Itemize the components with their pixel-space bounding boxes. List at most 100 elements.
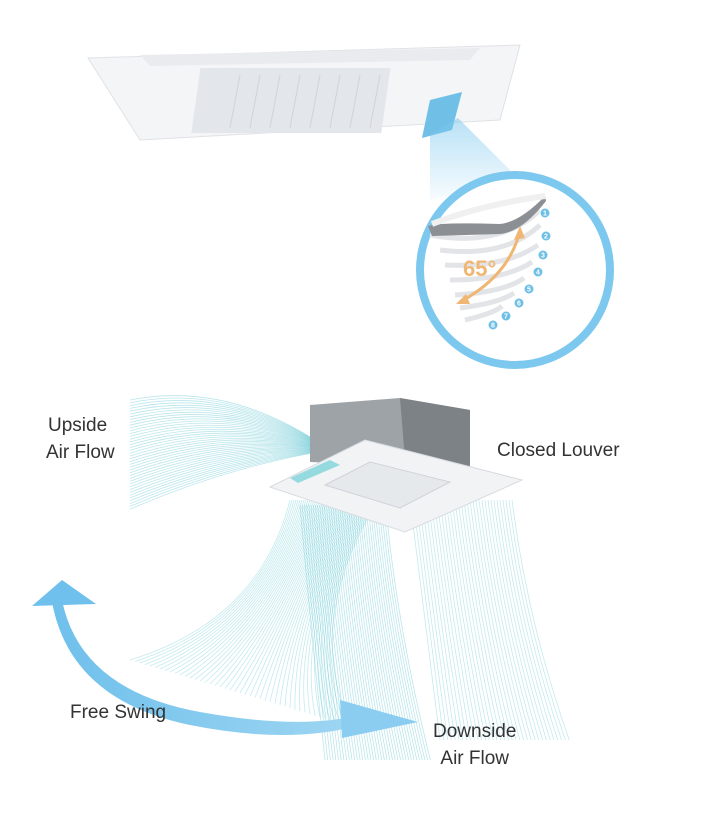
air-flow-line — [484, 499, 536, 741]
air-flow-line — [442, 499, 483, 741]
air-flow-line — [224, 499, 329, 689]
air-flow-line — [234, 499, 333, 692]
louver-position-marker — [540, 230, 552, 242]
air-flow-line — [129, 445, 331, 471]
air-flow-line — [454, 499, 498, 741]
air-flow-line — [472, 499, 521, 741]
louver-position-number: 6 — [517, 301, 521, 308]
louver-position-marker — [537, 249, 549, 261]
air-flow-line — [129, 402, 331, 451]
louver-position-number: 7 — [504, 314, 508, 321]
louver-position-number: 3 — [541, 253, 545, 260]
air-flow-line — [317, 499, 369, 719]
louver-position-marker — [487, 319, 499, 331]
air-flow-line — [129, 449, 331, 485]
air-flow-line — [129, 422, 331, 451]
air-flow-line — [508, 499, 566, 741]
air-flow-line — [430, 499, 467, 741]
louver-position-marker — [513, 297, 525, 309]
air-flow-line — [129, 426, 331, 451]
air-flow-line — [239, 499, 335, 694]
air-flow-line — [129, 449, 331, 488]
air-flow-line — [129, 442, 331, 465]
air-flow-line — [134, 499, 293, 662]
air-flow-line — [249, 499, 339, 697]
air-flow-line — [372, 504, 415, 761]
air-flow-line — [303, 499, 361, 713]
air-flow-line — [129, 432, 331, 451]
air-flow-line — [129, 448, 331, 482]
air-flow-line — [129, 397, 331, 451]
air-flow-line — [427, 499, 464, 741]
air-flow-line — [129, 414, 331, 451]
air-flow-line — [478, 499, 528, 741]
air-flow-line — [378, 504, 423, 761]
air-flow-line — [129, 407, 331, 451]
air-flow-line — [289, 499, 355, 709]
downside-air-flow-label: Downside Air Flow — [433, 718, 516, 772]
air-flow-line — [129, 449, 331, 510]
air-flow-line — [475, 499, 524, 741]
air-flow-line — [179, 499, 311, 676]
air-flow-line — [149, 499, 299, 667]
air-flow-line — [129, 448, 331, 479]
air-flow-line — [144, 499, 297, 665]
air-flow-line — [493, 499, 547, 741]
air-flow-line — [314, 499, 367, 718]
air-flow-line — [511, 499, 570, 741]
air-flow-line — [129, 437, 331, 457]
louver-position-number: 8 — [491, 323, 495, 330]
air-flow-line — [264, 499, 345, 701]
air-flow-line — [294, 499, 357, 710]
louver-position-number: 1 — [543, 211, 547, 218]
air-flow-line — [229, 499, 331, 691]
air-flow-line — [418, 499, 452, 741]
air-flow-line — [129, 411, 331, 451]
downside-label-line1: Downside — [433, 721, 517, 742]
air-flow-line — [436, 499, 475, 741]
air-flow-line — [421, 499, 456, 741]
louver-position-marker — [523, 283, 535, 295]
air-flow-line — [129, 420, 331, 451]
air-flow-line — [463, 499, 509, 741]
air-flow-line — [490, 499, 543, 741]
air-flow-line — [331, 499, 379, 727]
air-flow-line — [129, 434, 331, 451]
air-flow-line — [284, 499, 353, 707]
air-flow-line — [320, 499, 371, 721]
louver-position-number: 5 — [527, 287, 531, 294]
louver-position-marker — [532, 266, 544, 278]
air-flow-line — [129, 416, 331, 451]
air-flow-line — [129, 446, 331, 474]
air-flow-line — [412, 499, 445, 741]
air-flow-line — [274, 499, 349, 704]
air-flow-line — [445, 499, 486, 741]
air-flow-line — [159, 499, 303, 670]
top-cassette-unit — [87, 44, 521, 141]
air-flow-line — [448, 499, 490, 741]
air-flow-line — [214, 499, 325, 686]
air-flow-line — [154, 499, 301, 668]
upside-label-line1: Upside — [48, 415, 108, 436]
air-flow-line — [129, 449, 331, 496]
air-flow-line — [457, 499, 502, 741]
air-flow-line — [129, 404, 331, 451]
air-flow-line — [415, 499, 448, 741]
air-flow-line — [505, 499, 562, 741]
air-flow-line — [129, 436, 331, 454]
angle-label: 65° — [463, 256, 496, 281]
air-flow-line — [139, 499, 295, 664]
air-flow-line — [469, 499, 517, 741]
air-flow-line — [129, 424, 331, 451]
louver-position-marker — [539, 207, 551, 219]
air-flow-line — [385, 504, 431, 761]
lower-cassette-unit — [268, 398, 524, 533]
air-flow-line — [189, 499, 315, 679]
air-flow-line — [194, 499, 317, 680]
louver-position-marker — [500, 310, 512, 322]
downside-label-line2: Air Flow — [440, 748, 510, 769]
air-flow-line — [199, 499, 319, 682]
air-flow-line — [129, 400, 331, 451]
air-flow-line — [129, 430, 331, 451]
